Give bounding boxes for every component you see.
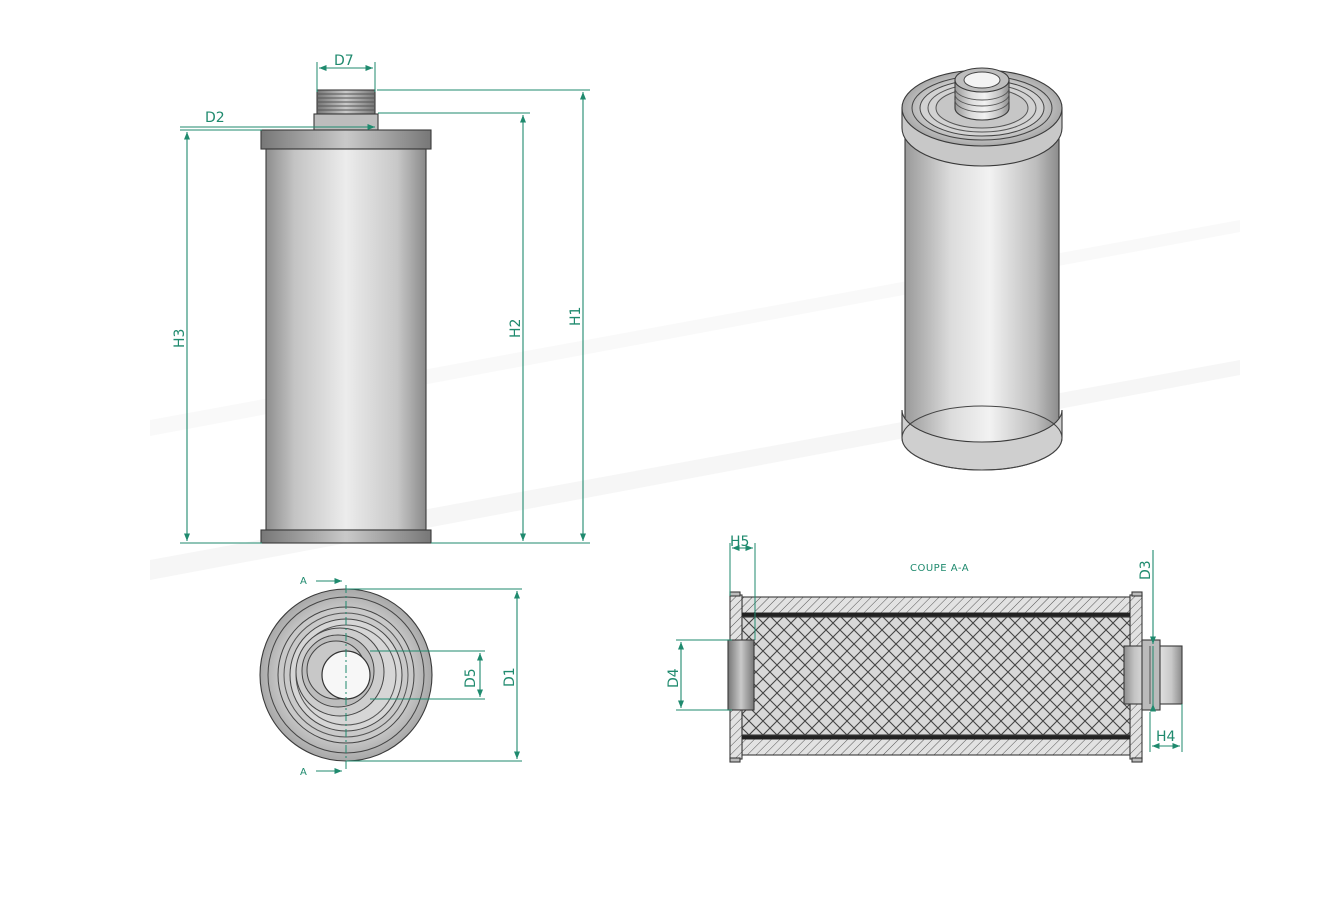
filter-body [265, 148, 427, 531]
section-dimensions: COUPE A-A H5 D4 D3 H4 [666, 534, 1183, 752]
section-marker-bottom: A [300, 767, 307, 778]
dim-h1-label: H1 [568, 307, 584, 326]
section-top-wall [741, 596, 1131, 614]
section-title: COUPE A-A [910, 563, 969, 574]
section-view [727, 591, 1183, 763]
collar [313, 113, 379, 131]
section-bottom-wall [741, 738, 1131, 756]
dim-d5-label: D5 [463, 668, 479, 688]
front-dimensions: D7 D2 H3 H2 H1 [172, 53, 590, 544]
dim-d3-label: D3 [1138, 560, 1154, 580]
front-view [260, 89, 432, 544]
dim-d1-label: D1 [502, 667, 518, 687]
dim-h4-label: H4 [1156, 729, 1176, 745]
dim-d7-label: D7 [334, 53, 354, 69]
top-view [259, 585, 433, 770]
bottom-cap [260, 529, 432, 544]
thread-lines [317, 93, 375, 111]
top-cap [260, 129, 432, 150]
dim-h2-label: H2 [508, 319, 524, 338]
filter-mesh [741, 616, 1131, 736]
dim-d2-label: D2 [205, 110, 225, 126]
section-marker-top: A [300, 576, 307, 587]
dim-h5-label: H5 [730, 534, 749, 550]
top-dimensions: A A D5 D1 [300, 576, 522, 778]
section-inlet [727, 639, 755, 711]
dim-d4-label: D4 [666, 668, 682, 688]
top-bore [321, 650, 371, 700]
isometric-view [901, 67, 1063, 471]
dim-h3-label: H3 [172, 329, 188, 348]
